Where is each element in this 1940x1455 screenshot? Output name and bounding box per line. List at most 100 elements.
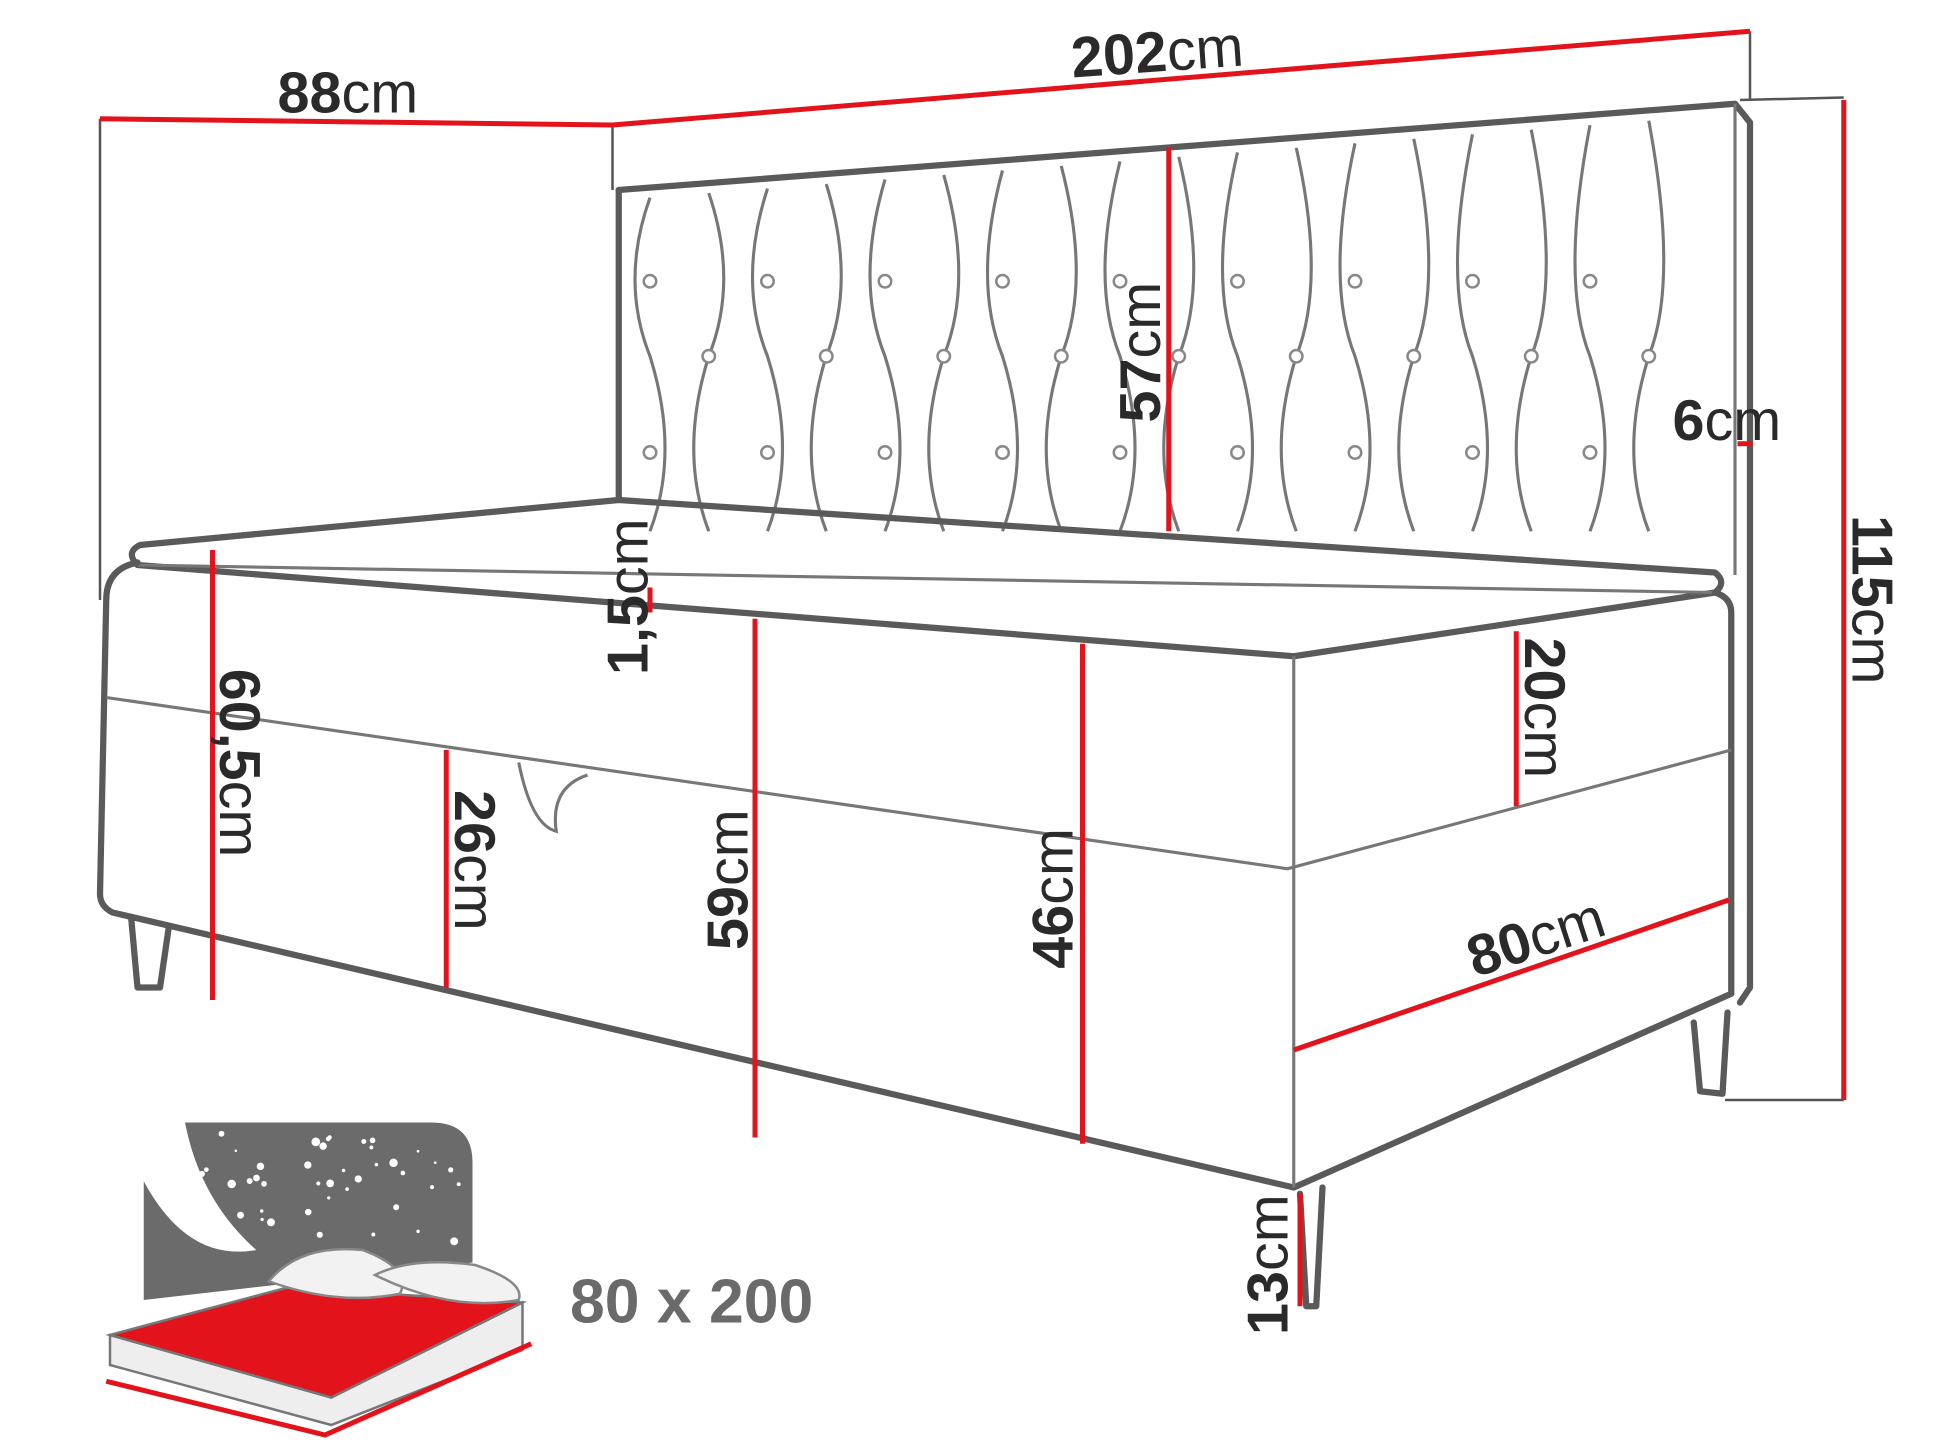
star-icon [369,1145,374,1150]
tuft-button [701,348,717,364]
tuft-button [1406,348,1422,364]
tuft-button [1112,445,1128,460]
star-icon [369,1137,376,1144]
label-total-height: 115cm [1840,515,1904,684]
tuft-seam [1455,133,1490,532]
star-icon [260,1217,264,1222]
sleeping-area-size: 80 x 200 [570,1267,813,1337]
tuft-button [1465,273,1480,289]
label-width: 80cm [1459,886,1613,990]
star-icon [327,1196,331,1200]
star-icon [218,1239,223,1244]
tuft-button [995,273,1010,289]
tuft-seam [1573,124,1607,532]
star-icon [253,1174,260,1182]
star-icon [450,1237,459,1246]
star-icon [326,1179,335,1188]
sleeping-area-icon [105,1122,533,1438]
label-leg-height: 13cm [1237,1194,1301,1335]
star-icon [237,1211,244,1219]
extension-lines [98,31,1844,1102]
tuft-button [1523,348,1539,364]
star-icon [261,1181,267,1187]
star-icon [256,1162,265,1171]
tuft-seam [1514,129,1548,532]
star-icon [430,1185,435,1190]
label-topper: 1,5cm [597,518,661,675]
tuft-seam [750,188,785,532]
tuft-seam [868,179,902,532]
tuft-button [1582,273,1598,289]
dimension-lines [99,28,1847,1307]
headboard-tufting [633,120,1666,532]
star-icon [389,1158,398,1168]
star-icon [304,1208,312,1216]
bed-base [96,496,1735,1310]
label-sleeping-height: 46cm [1022,828,1086,969]
tuft-button [877,445,893,460]
tuft-button [995,445,1010,460]
star-icon [208,1238,218,1248]
star-icon [304,1161,312,1169]
star-icon [361,1138,367,1145]
tuft-button [1053,348,1069,364]
star-icon [227,1179,236,1189]
star-icon [203,1167,209,1173]
tuft-seam [1044,165,1078,532]
star-icon [345,1187,349,1191]
tuft-seam [1279,147,1313,532]
star-icon [218,1130,225,1137]
star-icon [416,1229,420,1234]
tuft-button [1230,445,1245,460]
label-side-height: 60,5cm [207,669,271,858]
tuft-button [642,273,658,289]
tuft-button [877,273,893,289]
label-depth: 88cm [278,62,419,126]
tuft-button [760,273,775,289]
tuft-button [1112,273,1128,289]
tuft-seam [1221,152,1255,532]
tuft-seam [633,197,667,532]
headboard [615,100,1754,1006]
tuft-button [1288,348,1304,364]
star-icon [311,1137,321,1147]
star-icon [393,1204,400,1211]
star-icon [259,1209,264,1213]
tuft-button [642,445,658,460]
star-icon [198,1170,205,1178]
star-icon [234,1149,238,1153]
label-mattress-thickness: 20cm [1512,638,1576,779]
star-icon [456,1182,461,1187]
star-icon [316,1181,321,1186]
tuft-button [1230,273,1245,289]
tuft-button [1465,445,1480,460]
star-icon [400,1170,406,1176]
tuft-button [1582,445,1598,460]
tuft-button [818,348,834,364]
star-icon [448,1167,454,1173]
star-icon [416,1149,420,1153]
star-icon [267,1218,275,1227]
tuft-button [936,348,952,364]
tuft-button [1347,273,1363,289]
star-icon [217,1232,224,1239]
label-headboard-thickness: 6cm [1673,389,1782,453]
tuft-seam [1103,161,1137,532]
star-icon [325,1136,331,1142]
tuft-button [1641,348,1657,364]
star-icon [374,1162,379,1167]
star-icon [341,1168,346,1173]
tuft-seam [1632,120,1666,532]
tuft-button [760,445,775,460]
label-headboard-panel: 57cm [1109,282,1173,423]
tuft-seam [985,170,1020,532]
tuft-seam [1338,142,1372,532]
star-icon [433,1161,437,1164]
star-icon [319,1142,327,1150]
star-icon [354,1175,362,1183]
star-icon [371,1232,376,1237]
tuft-button [1171,348,1187,364]
tuft-seam [1397,138,1431,532]
star-icon [246,1178,253,1185]
